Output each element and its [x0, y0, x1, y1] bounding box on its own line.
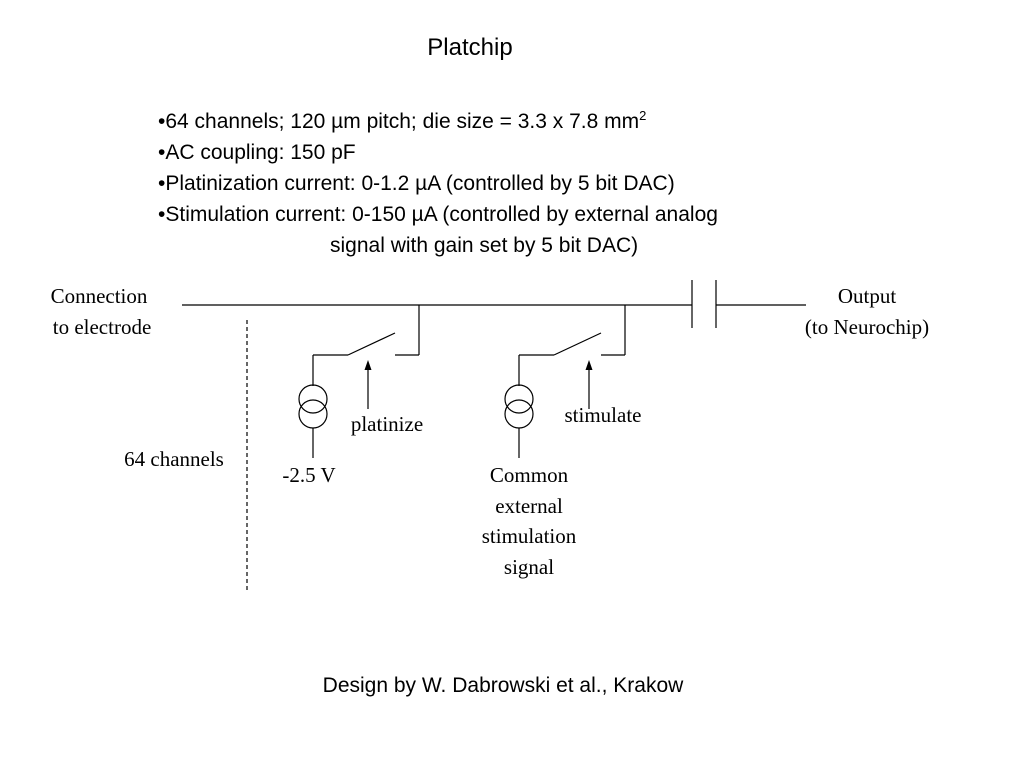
- common-signal-label-line3: stimulation: [482, 524, 577, 548]
- voltage-label: -2.5 V: [282, 463, 335, 487]
- page-title: Platchip: [427, 34, 513, 61]
- stimulate-branch: [504, 305, 626, 458]
- platinize-current-source-circle-bottom: [298, 399, 328, 429]
- connection-label-line1: Connection: [51, 284, 148, 308]
- connection-label-line2: to electrode: [53, 315, 152, 339]
- output-label-line2: (to Neurochip): [805, 315, 929, 339]
- platinize-switch-blade: [347, 332, 396, 356]
- common-signal-label-line2: external: [495, 494, 563, 518]
- platinize-branch: [298, 305, 420, 458]
- platinize-label: platinize: [351, 412, 423, 436]
- spec-stimulation-current: •Stimulation current: 0-150 µA (controll…: [158, 203, 718, 226]
- platinize-arrow-head: [364, 360, 372, 370]
- design-credit: Design by W. Dabrowski et al., Krakow: [322, 674, 684, 697]
- stimulate-arrow-head: [585, 360, 593, 370]
- platinize-current-source-circle-top: [298, 384, 328, 414]
- stimulate-label: stimulate: [565, 403, 642, 427]
- channels-label: 64 channels: [124, 447, 224, 471]
- spec-platinization-current: •Platinization current: 0-1.2 µA (contro…: [158, 172, 675, 195]
- spec-stimulation-current-continued: signal with gain set by 5 bit DAC): [330, 234, 639, 257]
- stimulate-current-source-circle-bottom: [504, 399, 534, 429]
- spec-channels-text: •64 channels; 120 µm pitch; die size = 3…: [158, 110, 640, 133]
- spec-list: •64 channels; 120 µm pitch; die size = 3…: [158, 100, 718, 261]
- common-signal-label-line1: Common: [490, 463, 569, 487]
- output-label-line1: Output: [838, 284, 897, 308]
- stimulate-current-source-circle-top: [504, 384, 534, 414]
- common-signal-label-line4: signal: [504, 555, 554, 579]
- stimulate-switch-blade: [553, 332, 602, 356]
- spec-ac-coupling: •AC coupling: 150 pF: [158, 141, 356, 164]
- spec-channels-superscript: 2: [639, 108, 647, 123]
- spec-channels: •64 channels; 120 µm pitch; die size = 3…: [158, 100, 718, 137]
